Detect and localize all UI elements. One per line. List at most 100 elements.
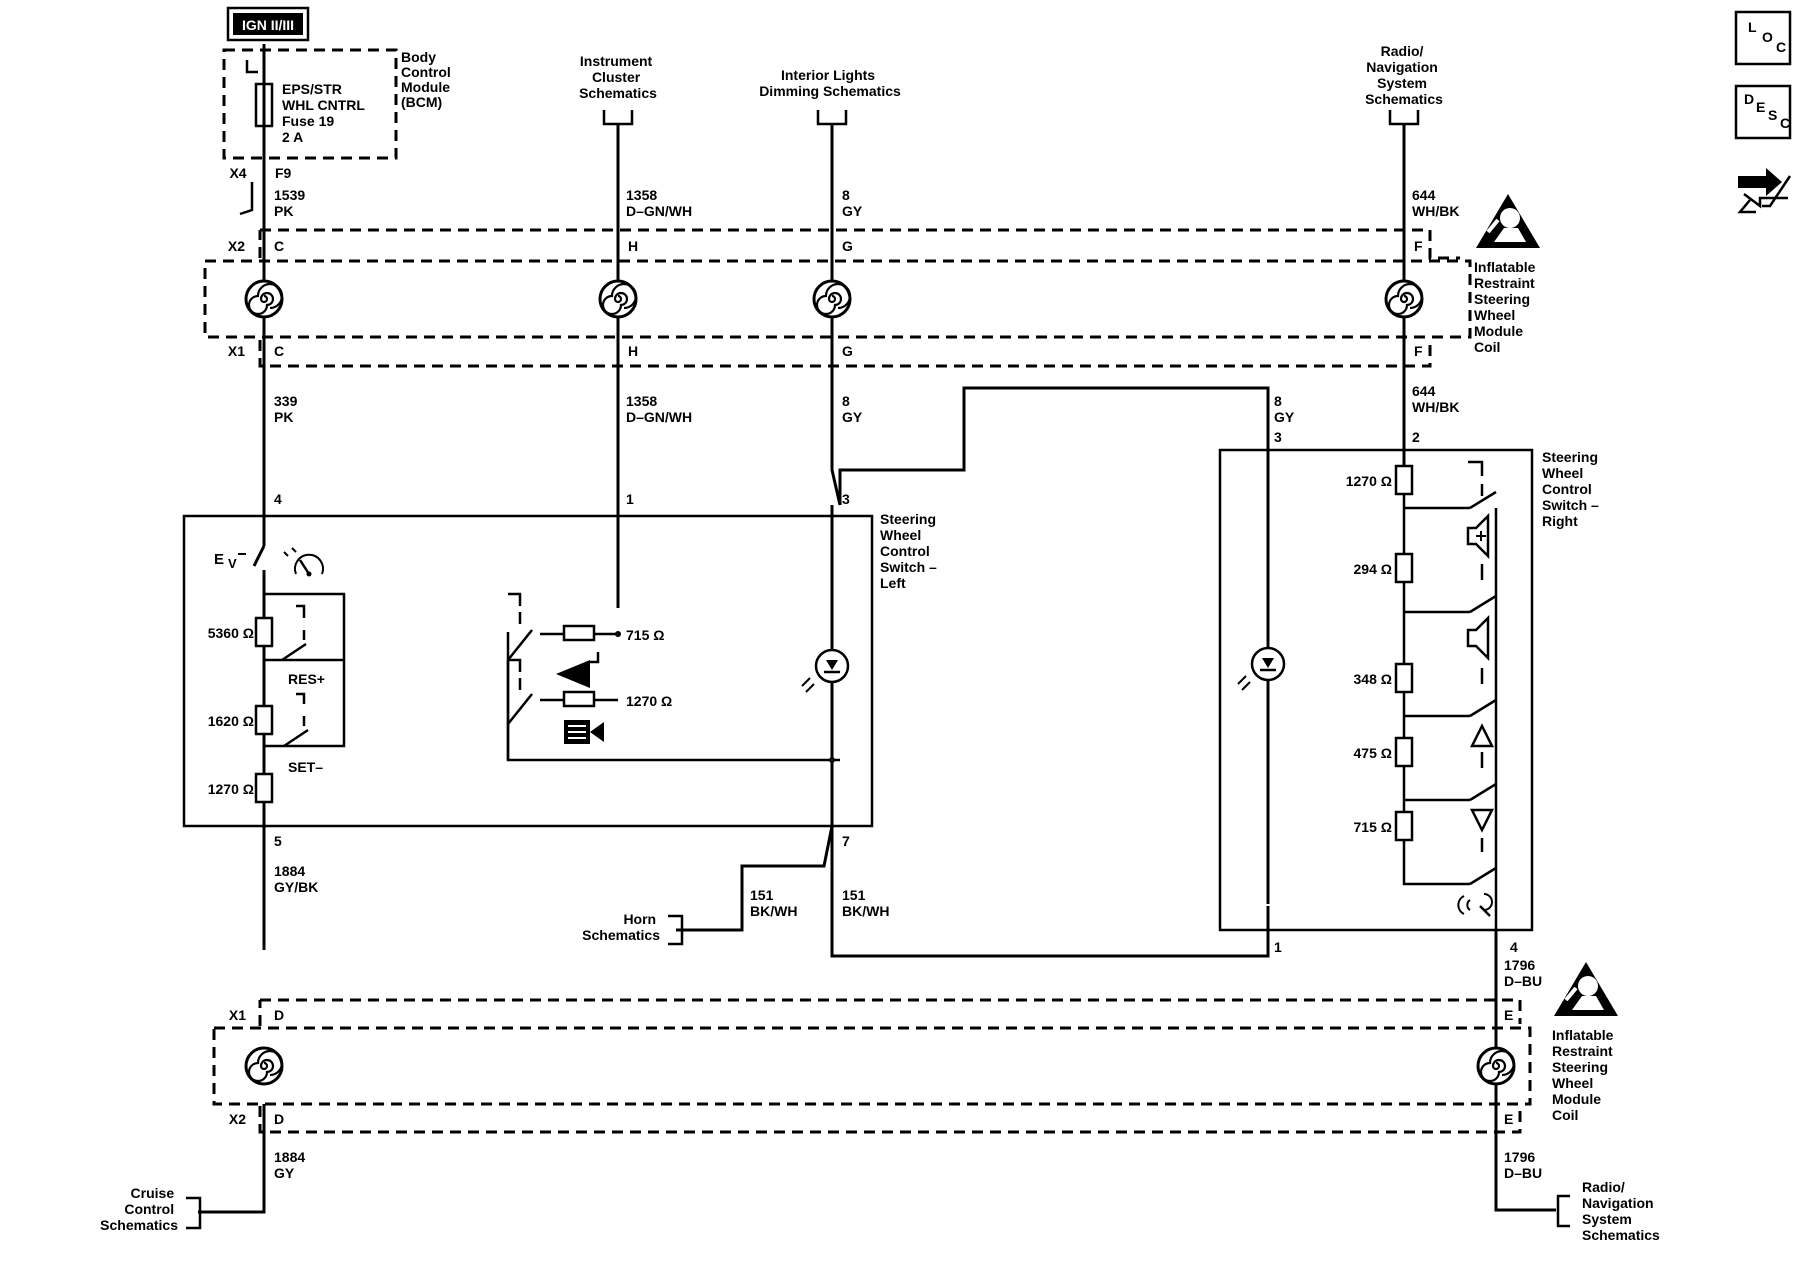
svg-text:1: 1 bbox=[626, 491, 634, 507]
svg-text:3: 3 bbox=[842, 491, 850, 507]
svg-text:Radio/ Navigation: Radio/ Navigation System Schematics bbox=[1365, 43, 1443, 107]
svg-text:Instrument Cluster: Instrument Cluster Schematics bbox=[579, 53, 657, 101]
svg-text:H: H bbox=[628, 238, 638, 254]
svg-text:H: H bbox=[628, 343, 638, 359]
svg-text:4: 4 bbox=[274, 491, 282, 507]
coil-spiral-icon bbox=[244, 279, 284, 319]
bcm-pin: F9 bbox=[275, 165, 292, 181]
svg-text:RES+: RES+ bbox=[288, 671, 325, 687]
svg-text:475 Ω: 475 Ω bbox=[1354, 745, 1392, 761]
resistor-715-right bbox=[1394, 810, 1414, 842]
svg-text:5360 Ω: 5360 Ω bbox=[208, 625, 254, 641]
coil-bottom-label: Inflatable Restraint Steering Wheel Modu… bbox=[1552, 1027, 1617, 1123]
coil-top-label: Inflatable Restraint Steering Wheel Modu… bbox=[1474, 259, 1539, 355]
cruise-speedometer-icon bbox=[283, 547, 324, 577]
svg-text:D: D bbox=[274, 1111, 284, 1127]
wire-gy-cross bbox=[838, 386, 1270, 904]
ref-instrument-cluster: Instrument Cluster Schematics bbox=[579, 53, 657, 126]
seek-down-icon bbox=[1469, 808, 1495, 833]
resistor-1270-left bbox=[254, 772, 274, 804]
svg-text:D: D bbox=[1744, 91, 1754, 107]
airbag-warning-icon bbox=[1474, 192, 1542, 250]
svg-text:4: 4 bbox=[1510, 939, 1518, 955]
coil-spiral-icon bbox=[598, 279, 638, 319]
svg-text:S: S bbox=[1768, 107, 1777, 123]
resistor-294 bbox=[1394, 552, 1414, 584]
description-view-icon[interactable]: D E S C bbox=[1734, 84, 1792, 140]
svg-text:1270 Ω: 1270 Ω bbox=[208, 781, 254, 797]
svg-text:715 Ω: 715 Ω bbox=[626, 627, 664, 643]
wire-d-bu bbox=[1494, 930, 1556, 1212]
ref-radio-bottom: Radio/ Navigation System Schematics bbox=[1556, 1179, 1660, 1243]
ref-horn: Horn Schematics bbox=[582, 911, 684, 946]
wire-bk-wh-right bbox=[830, 840, 1270, 958]
volume-up-icon bbox=[1466, 512, 1490, 560]
svg-text:D: D bbox=[274, 1007, 284, 1023]
left-switch-label: Steering Wheel Control Switch – Left bbox=[880, 511, 941, 591]
ref-interior-lights: Interior Lights Dimming Schematics bbox=[759, 67, 901, 126]
connector-end-view-icon[interactable] bbox=[1737, 168, 1792, 214]
bcm-connector: X4 bbox=[229, 165, 246, 181]
svg-text:G: G bbox=[842, 343, 853, 359]
svg-text:1: 1 bbox=[1274, 939, 1282, 955]
wire-cruise-bottom bbox=[198, 1104, 266, 1214]
svg-text:348 Ω: 348 Ω bbox=[1354, 671, 1392, 687]
bcm-module: Body Control Module (BCM) EPS/STR WHL CN… bbox=[222, 44, 451, 216]
coil-spiral-icon bbox=[244, 1046, 284, 1086]
svg-text:E: E bbox=[1504, 1007, 1513, 1023]
svg-text:Radio/ Navigation: Radio/ Navigation System Schematics bbox=[1582, 1179, 1660, 1243]
svg-text:5: 5 bbox=[274, 833, 282, 849]
svg-text:O: O bbox=[1762, 29, 1773, 45]
ref-radio-top: Radio/ Navigation System Schematics bbox=[1365, 43, 1443, 126]
svg-text:X2: X2 bbox=[229, 1111, 246, 1127]
svg-text:C: C bbox=[274, 238, 284, 254]
coil-spiral-icon bbox=[1384, 279, 1424, 319]
svg-text:E: E bbox=[1504, 1111, 1513, 1127]
right-switch-label: Steering Wheel Control Switch – Right bbox=[1542, 449, 1603, 529]
seek-up-icon bbox=[1469, 723, 1495, 748]
ref-cruise: Cruise Control Schematics bbox=[100, 1185, 202, 1233]
svg-text:Interior Lights Dimming: Interior Lights Dimming Schematics bbox=[759, 67, 901, 99]
resistor-715-left bbox=[562, 624, 596, 642]
resistor-1270-right bbox=[1394, 464, 1414, 496]
svg-text:SET–: SET– bbox=[288, 759, 323, 775]
svg-text:2: 2 bbox=[1412, 429, 1420, 445]
svg-text:F: F bbox=[1414, 343, 1423, 359]
ign-label-box: IGN II/III bbox=[226, 6, 310, 42]
svg-text:X2: X2 bbox=[228, 238, 245, 254]
resistor-5360 bbox=[254, 616, 274, 648]
left-switch-module: Steering Wheel Control Switch – Left 4 1… bbox=[182, 491, 941, 950]
video-camera-icon bbox=[564, 720, 604, 744]
svg-text:C: C bbox=[1776, 39, 1786, 55]
coil-bottom: X1 X2 D E D E Inflatable Restraint Steer… bbox=[212, 960, 1620, 1134]
svg-text:C: C bbox=[1780, 115, 1790, 131]
answer-call-arrow-icon bbox=[556, 652, 600, 688]
svg-text:1270 Ω: 1270 Ω bbox=[626, 693, 672, 709]
backlight-lamp-icon bbox=[801, 648, 850, 693]
resistor-475 bbox=[1394, 736, 1414, 768]
ign-label: IGN II/III bbox=[242, 17, 294, 33]
location-view-icon[interactable]: L O C bbox=[1734, 10, 1792, 66]
svg-text:E: E bbox=[1756, 99, 1765, 115]
svg-text:V: V bbox=[228, 556, 237, 571]
svg-text:715 Ω: 715 Ω bbox=[1354, 819, 1392, 835]
svg-text:Horn Schematics: Horn Schematics bbox=[582, 911, 660, 943]
svg-text:7: 7 bbox=[842, 833, 850, 849]
backlight-lamp-icon bbox=[1237, 646, 1286, 691]
wire-horn bbox=[676, 825, 834, 932]
fuse-label: EPS/STR WHL CNTRL Fuse 19 2 A bbox=[282, 81, 369, 145]
airbag-warning-icon bbox=[1552, 960, 1620, 1018]
coil-spiral-icon bbox=[1476, 1046, 1516, 1086]
